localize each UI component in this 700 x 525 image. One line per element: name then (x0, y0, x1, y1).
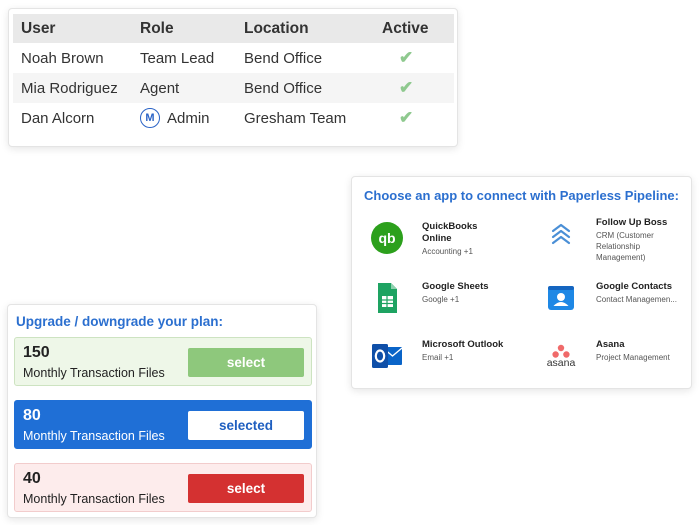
plan-file-count: 80 (23, 407, 41, 424)
asana-logo-text: asana (546, 356, 576, 369)
app-name: Microsoft Outlook (422, 339, 504, 350)
users-table: User Role Location Active Noah Brown Tea… (13, 14, 454, 133)
check-icon: ✔ (399, 108, 414, 127)
active-cell: ✔ (378, 103, 454, 133)
app-connect-title: Choose an app to connect with Paperless … (364, 188, 679, 203)
selected-plan-button[interactable]: selected (188, 411, 304, 440)
app-category: Accounting +1 (422, 247, 473, 256)
app-microsoft-outlook[interactable]: Microsoft Outlook Email +1 (370, 339, 503, 373)
users-table-card: User Role Location Active Noah Brown Tea… (8, 8, 458, 147)
user-name: Mia Rodriguez (13, 73, 140, 103)
google-sheets-icon (370, 281, 404, 315)
app-name: Follow Up Boss (596, 217, 668, 228)
plan-title: Upgrade / downgrade your plan: (16, 314, 224, 329)
column-header-active[interactable]: Active (378, 14, 454, 43)
plan-card: Upgrade / downgrade your plan: 150 Month… (7, 304, 317, 518)
user-location: Bend Office (244, 73, 378, 103)
active-cell: ✔ (378, 43, 454, 73)
table-header-row: User Role Location Active (13, 14, 454, 43)
app-connect-card: Choose an app to connect with Paperless … (351, 176, 692, 389)
outlook-icon (370, 339, 404, 373)
plan-option-40[interactable]: 40 Monthly Transaction Files select (14, 463, 312, 512)
user-location: Bend Office (244, 49, 323, 67)
column-header-user[interactable]: User (13, 14, 140, 43)
app-follow-up-boss[interactable]: Follow Up Boss CRM (Customer Relationshi… (544, 217, 686, 263)
app-name: QuickBooks Online (422, 221, 478, 244)
app-name: Google Contacts (596, 281, 673, 292)
svg-text:qb: qb (378, 230, 395, 246)
plan-option-80[interactable]: 80 Monthly Transaction Files selected (14, 400, 312, 449)
table-row[interactable]: Dan Alcorn M Admin Gresham Team ✔ (13, 103, 454, 133)
plan-file-count: 40 (23, 470, 41, 487)
user-name: Dan Alcorn (21, 109, 95, 127)
app-google-sheets[interactable]: Google Sheets Google +1 (370, 281, 489, 315)
user-role: Team Lead (140, 49, 215, 67)
select-plan-button[interactable]: select (188, 474, 304, 503)
check-icon: ✔ (399, 78, 414, 97)
manager-badge-icon: M (140, 108, 160, 128)
app-google-contacts[interactable]: Google Contacts Contact Managemen... (544, 281, 677, 315)
table-row[interactable]: Mia Rodriguez Agent Bend Office ✔ (13, 73, 454, 103)
plan-label: Monthly Transaction Files (23, 366, 165, 380)
user-role: Admin (167, 109, 210, 127)
column-header-location[interactable]: Location (244, 14, 378, 43)
plan-label: Monthly Transaction Files (23, 492, 165, 506)
quickbooks-icon: qb (370, 221, 404, 255)
user-location: Gresham Team (244, 109, 347, 127)
user-name: Noah Brown (21, 49, 104, 67)
app-category: Project Management (596, 353, 670, 362)
app-name: Asana (596, 339, 625, 350)
asana-icon: asana (544, 339, 578, 373)
app-category: Google +1 (422, 295, 460, 304)
user-role: Agent (140, 73, 244, 103)
plan-file-count: 150 (23, 344, 50, 361)
check-icon: ✔ (399, 48, 414, 67)
app-name: Google Sheets (422, 281, 489, 292)
table-row[interactable]: Noah Brown Team Lead Bend Office ✔ (13, 43, 454, 73)
plan-label: Monthly Transaction Files (23, 429, 165, 443)
follow-up-boss-icon (544, 217, 578, 251)
app-category: Contact Managemen... (596, 295, 677, 304)
app-quickbooks[interactable]: qb QuickBooks Online Accounting +1 (370, 221, 492, 257)
user-role-cell: M Admin (140, 103, 244, 133)
select-plan-button[interactable]: select (188, 348, 304, 377)
app-category: CRM (Customer Relationship Management) (596, 231, 654, 262)
app-asana[interactable]: asana Asana Project Management (544, 339, 670, 373)
google-contacts-icon (544, 281, 578, 315)
plan-option-150[interactable]: 150 Monthly Transaction Files select (14, 337, 312, 386)
app-category: Email +1 (422, 353, 454, 362)
active-cell: ✔ (378, 73, 454, 103)
column-header-role[interactable]: Role (140, 14, 244, 43)
